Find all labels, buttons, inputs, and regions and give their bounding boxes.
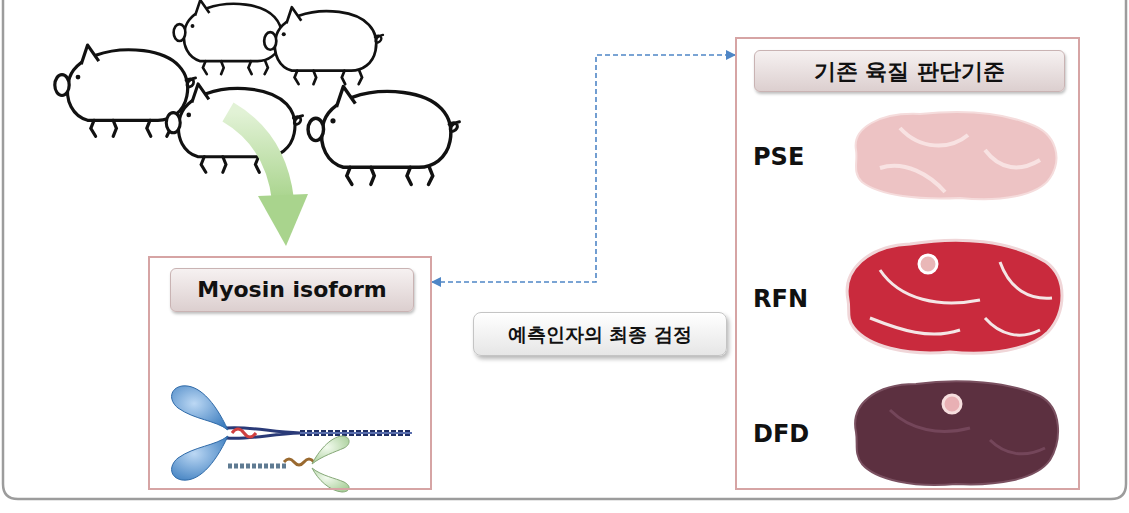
meat-fat <box>870 262 1052 335</box>
dashed-connector <box>432 55 735 282</box>
category-label: RFN <box>753 285 808 313</box>
light-chain <box>232 429 256 437</box>
process-label: 예측인자의 최종 검정 <box>494 322 706 346</box>
myosin-neck <box>226 428 300 439</box>
myosin-head <box>312 436 349 464</box>
group-box: Myosin isoform <box>148 256 432 490</box>
meat-marbling <box>880 128 1040 192</box>
arrow-shaft <box>228 112 283 200</box>
green-curved-arrow <box>228 112 308 246</box>
meat-dfd <box>855 381 1058 485</box>
meat-photo <box>847 240 1062 353</box>
group-box: 기존 육질 판단기준 PSE RFN DFD <box>735 37 1080 490</box>
bone-ring <box>943 395 961 413</box>
pig-herd <box>55 0 460 184</box>
process-box: 예측인자의 최종 검정 <box>473 312 727 356</box>
myosin-head <box>172 386 228 430</box>
box-heading: Myosin isoform <box>170 268 414 312</box>
category-label: DFD <box>753 420 809 448</box>
myosin-illustration <box>172 386 412 492</box>
myosin-tail <box>300 432 412 434</box>
meat-photo <box>856 112 1057 199</box>
pig-figure <box>264 7 383 84</box>
meat-marbling <box>890 410 1045 454</box>
box-heading: 기존 육질 판단기준 <box>754 50 1065 92</box>
arrow-head <box>258 194 308 246</box>
bone-ring <box>919 255 937 273</box>
pig-figure <box>308 86 459 184</box>
outer-frame <box>3 0 1126 499</box>
myosin-head <box>172 436 228 480</box>
myosin-tail <box>228 464 286 469</box>
myosin-tail <box>300 430 412 436</box>
category-label: PSE <box>753 143 804 171</box>
light-chain <box>284 459 314 465</box>
meat-pse <box>856 112 1057 199</box>
meat-photo <box>855 381 1058 485</box>
meat-rfn <box>847 240 1062 353</box>
